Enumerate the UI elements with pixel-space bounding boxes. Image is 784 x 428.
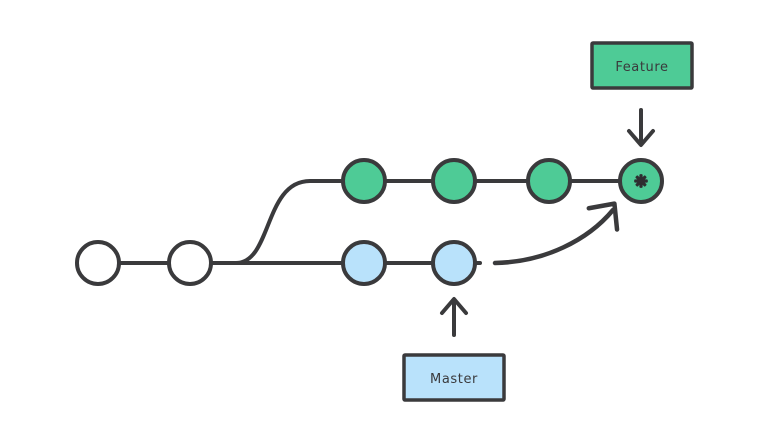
feature-label-box[interactable] [590,41,694,90]
master-label-group[interactable]: Master [402,297,506,402]
feature-label-group[interactable]: Feature [590,41,694,147]
commit-node-feature-3[interactable] [526,158,572,204]
master-arrow-head [440,297,468,315]
commit-node-master-head[interactable] [431,240,477,286]
branch-fork-curve [234,179,366,265]
commit-node-initial-1[interactable] [75,240,121,286]
commit-node-master-1[interactable] [341,240,387,286]
fork-path [234,179,366,265]
commit-node-initial-2[interactable] [167,240,213,286]
feature-pointer-arrow [627,108,655,147]
master-pointer-arrow [440,297,468,337]
master-commit-nodes [75,240,477,286]
asterisk-head-marker-icon [634,174,648,188]
merge-arrow [492,201,620,266]
merge-arrow-head [586,201,620,232]
feature-label-text: Feature [615,60,668,75]
master-label-box[interactable] [402,353,506,402]
merge-arrow-shaft [492,207,616,266]
master-label-text: Master [430,372,478,387]
commit-node-feature-2[interactable] [431,158,477,204]
feature-arrow-head [627,129,655,147]
commit-node-feature-1[interactable] [341,158,387,204]
feature-commit-nodes [341,158,664,204]
